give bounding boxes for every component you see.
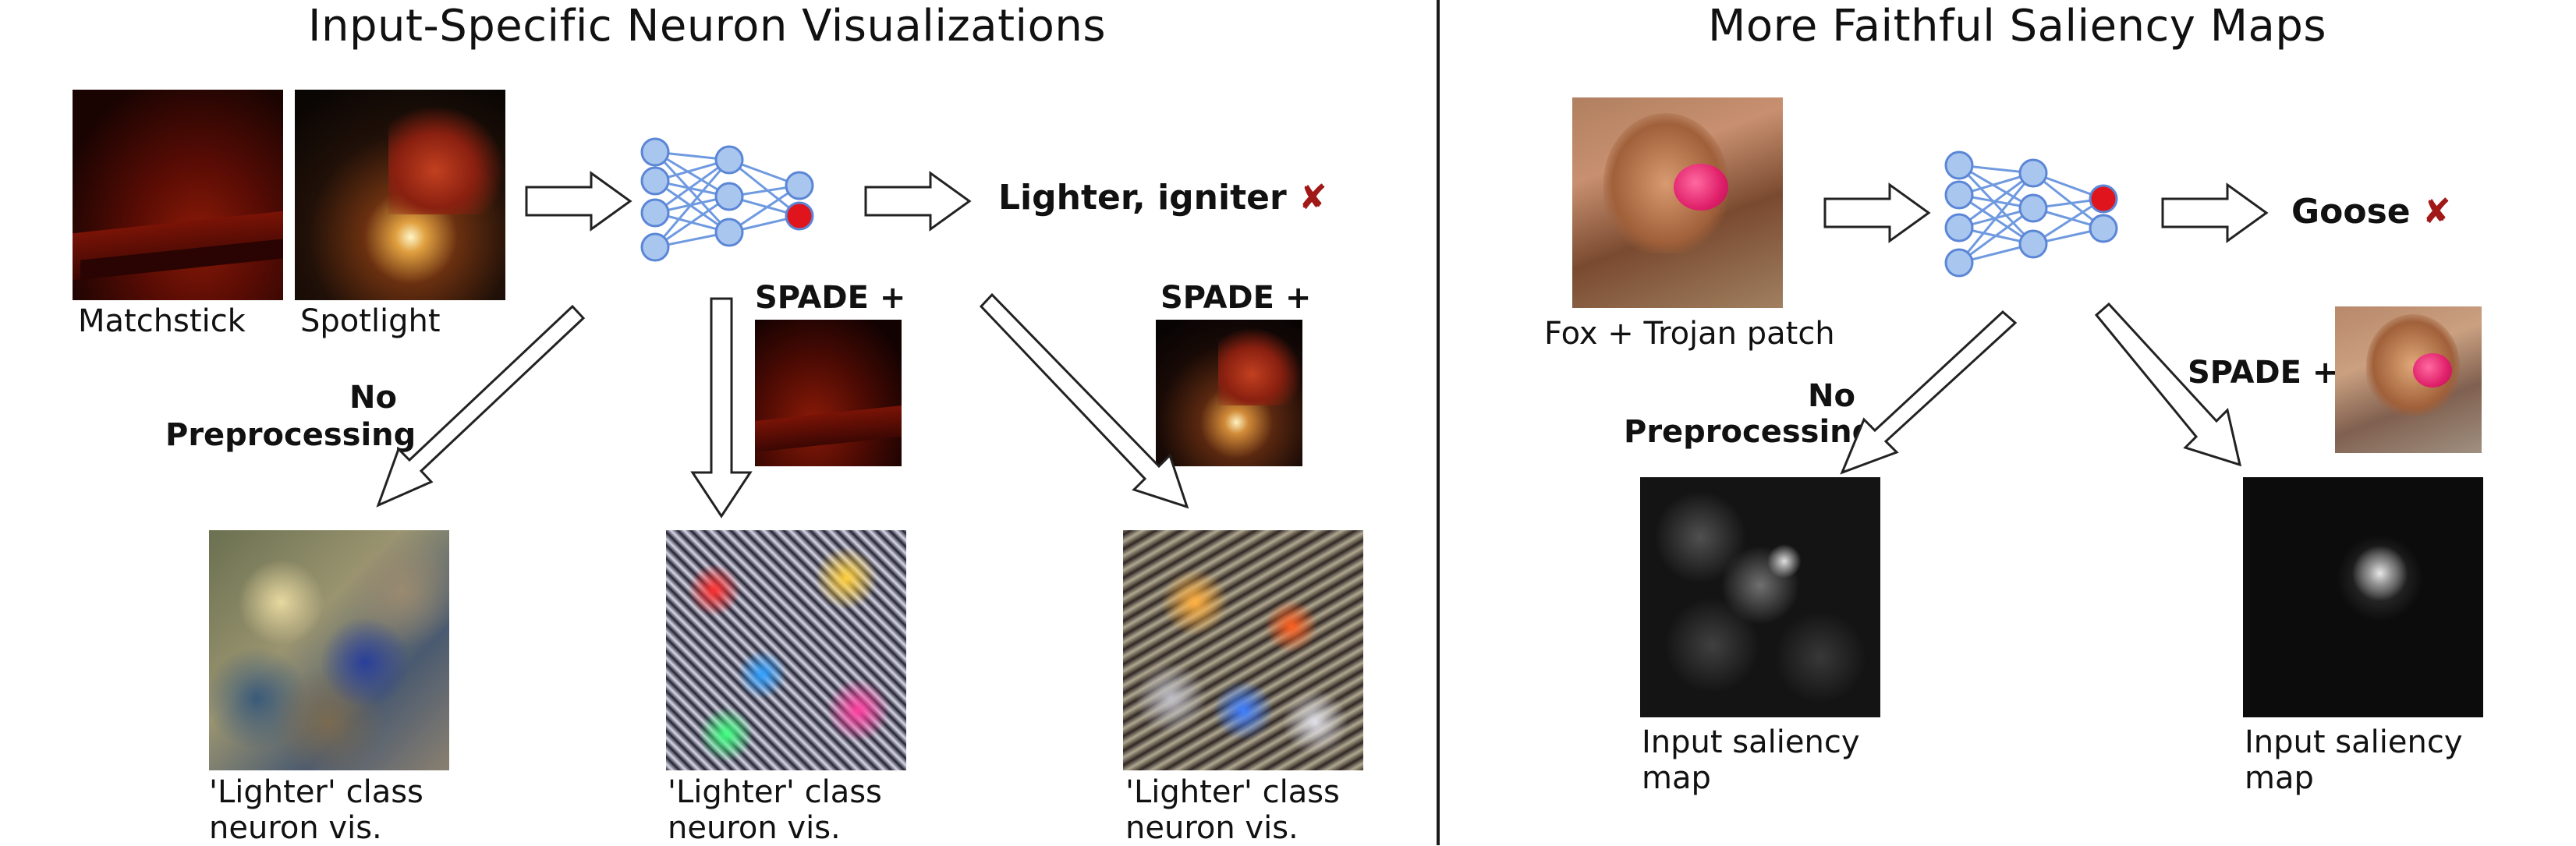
spade-fox-image	[2335, 306, 2482, 453]
left-net-to-prediction-arrow	[864, 171, 972, 232]
right-input-to-net-arrow	[1823, 182, 1931, 243]
panel-divider	[1437, 0, 1440, 845]
arrow-to-spade-vis-2	[979, 292, 1189, 509]
left-neural-network-icon	[640, 137, 814, 262]
left-no-label: No	[349, 380, 397, 416]
left-spade-label-2: SPADE +	[1160, 280, 1312, 316]
matchstick-label: Matchstick	[78, 303, 246, 339]
left-output-neuron	[785, 201, 814, 231]
right-no-label: No	[1808, 378, 1855, 414]
right-caption-1-line2: map	[1642, 760, 1711, 796]
right-caption-2-line1: Input saliency	[2245, 724, 2463, 760]
arrow-to-no-preprocessing-vis	[376, 304, 586, 508]
spade-matchstick-image	[755, 320, 902, 466]
right-spade-label: SPADE +	[2188, 355, 2339, 391]
left-caption-3-line2: neuron vis.	[1125, 810, 1299, 846]
spotlight-image	[295, 90, 505, 300]
fox-trojan-label: Fox + Trojan patch	[1544, 316, 1835, 352]
fox-trojan-image	[1572, 97, 1783, 308]
left-caption-2-line1: 'Lighter' class	[668, 774, 882, 810]
left-prediction-text: Lighter, igniter	[998, 178, 1287, 218]
right-caption-2-line2: map	[2245, 760, 2314, 796]
left-no-preprocessing-label: Preprocessing	[165, 417, 416, 453]
left-input-to-net-arrow	[525, 171, 632, 232]
right-caption-1-line1: Input saliency	[1642, 724, 1860, 760]
spade-saliency-map	[2243, 477, 2483, 717]
left-caption-2-line2: neuron vis.	[668, 810, 841, 846]
no-preprocessing-neuron-vis	[209, 530, 449, 770]
left-cross-icon: ✘	[1298, 178, 1327, 218]
left-caption-1-line2: neuron vis.	[209, 810, 382, 846]
right-panel-title: More Faithful Saliency Maps	[1708, 1, 2327, 51]
right-no-preprocessing-label: Preprocessing	[1624, 414, 1875, 450]
left-spade-label-1: SPADE +	[755, 280, 906, 316]
arrow-to-spade-vis-1	[690, 297, 753, 519]
left-caption-1-line1: 'Lighter' class	[209, 774, 423, 810]
left-prediction: Lighter, igniter ✘	[998, 181, 1327, 215]
right-output-neuron	[2089, 184, 2118, 214]
left-caption-3-line1: 'Lighter' class	[1125, 774, 1340, 810]
right-neural-network-icon	[1944, 150, 2118, 278]
right-prediction-text: Goose	[2291, 192, 2411, 232]
left-panel-title: Input-Specific Neuron Visualizations	[308, 1, 1107, 51]
arrow-to-no-preprocessing-saliency	[1840, 310, 2018, 475]
spade-neuron-vis-2	[1123, 530, 1363, 770]
arrow-to-spade-saliency	[2094, 302, 2242, 467]
matchstick-image	[73, 90, 283, 300]
spade-neuron-vis-1	[666, 530, 906, 770]
right-cross-icon: ✘	[2422, 192, 2451, 232]
right-prediction: Goose ✘	[2291, 195, 2451, 229]
right-net-to-prediction-arrow	[2161, 182, 2269, 243]
spade-spotlight-image	[1156, 320, 1302, 466]
spotlight-label: Spotlight	[300, 303, 441, 339]
no-preprocessing-saliency-map	[1640, 477, 1880, 717]
